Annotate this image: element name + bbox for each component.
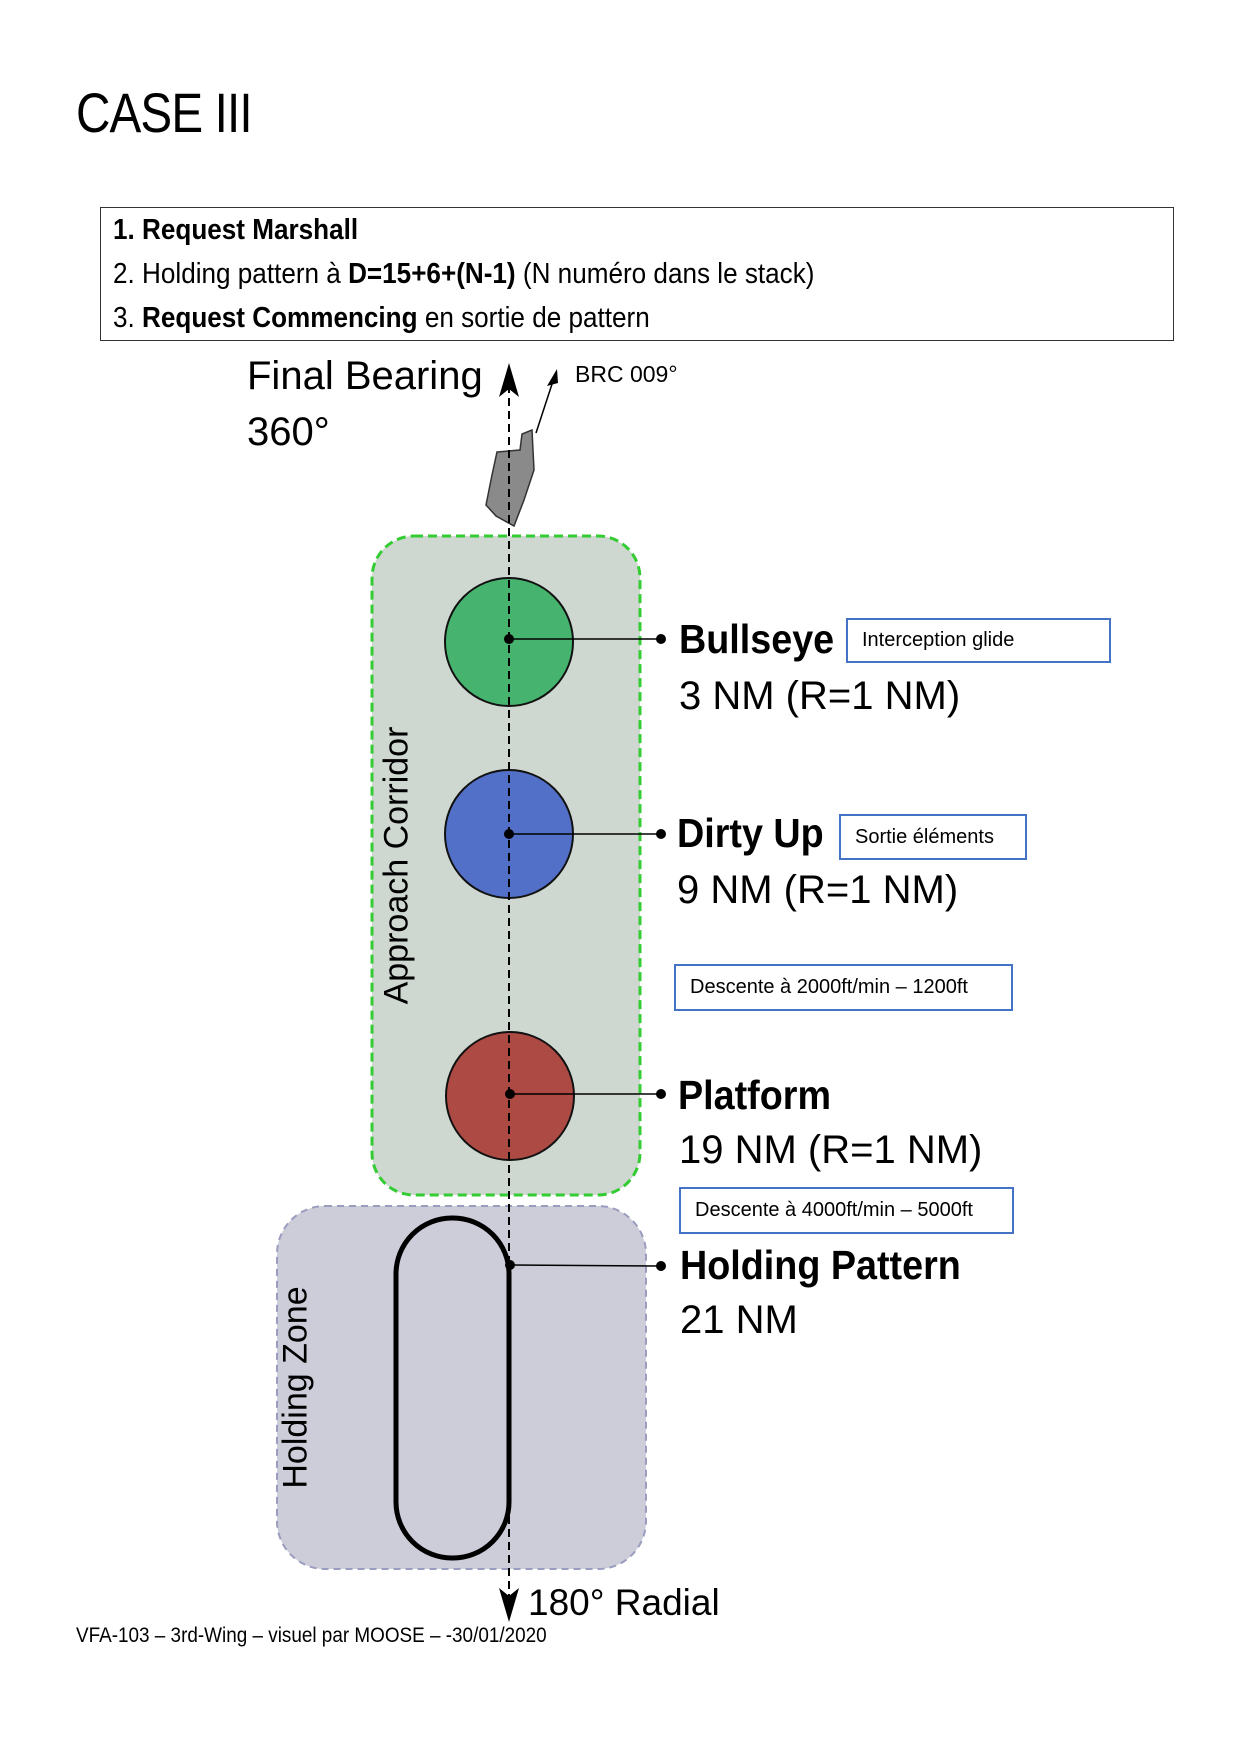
bullseye-distance: 3 NM (R=1 NM) (679, 674, 961, 718)
final-bearing-label: Final Bearing (247, 354, 483, 398)
leader-dots (504, 634, 666, 1271)
platform-label: Platform (678, 1072, 832, 1118)
south-arrow-icon (499, 1588, 519, 1622)
dirty-up-label: Dirty Up (677, 810, 824, 856)
north-arrow-icon (499, 363, 519, 397)
footer: VFA-103 – 3rd-Wing – visuel par MOOSE – … (76, 1624, 547, 1647)
brc-arrow-head-icon (547, 369, 558, 386)
brc-arrow (535, 377, 555, 434)
step-1: 1. Request Marshall (113, 214, 359, 246)
note-descent-4000: Descente à 4000ft/min – 5000ft (679, 1187, 1014, 1234)
leader-lines (509, 638, 662, 1267)
holding-zone-label: Holding Zone (276, 1286, 315, 1489)
approach-corridor-label: Approach Corridor (377, 726, 416, 1005)
radial-label: 180° Radial (528, 1582, 720, 1623)
brc-label: BRC 009° (575, 361, 678, 387)
step-2: 2. Holding pattern à D=15+6+(N-1) (N num… (113, 258, 815, 290)
note-descent-2000: Descente à 2000ft/min – 1200ft (674, 964, 1013, 1011)
page-title: CASE III (76, 81, 253, 144)
dirty-up-distance: 9 NM (R=1 NM) (677, 868, 959, 912)
holding-pattern-label: Holding Pattern (680, 1242, 961, 1288)
note-interception-glide: Interception glide (846, 618, 1111, 663)
platform-distance: 19 NM (R=1 NM) (679, 1128, 983, 1172)
final-bearing-value: 360° (247, 410, 330, 454)
step-3: 3. Request Commencing en sortie de patte… (113, 302, 650, 334)
note-sortie-elements: Sortie éléments (839, 814, 1027, 860)
holding-zone (276, 1205, 647, 1570)
bullseye-label: Bullseye (679, 616, 835, 662)
holding-pattern-distance: 21 NM (680, 1298, 798, 1342)
steps-box: 1. Request Marshall 2. Holding pattern à… (100, 207, 1174, 341)
